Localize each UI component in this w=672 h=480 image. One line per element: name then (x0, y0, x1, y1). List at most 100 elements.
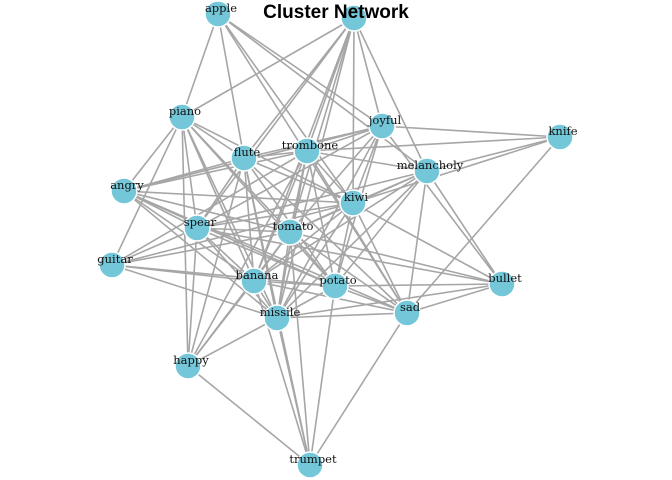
node-circle-guitar[interactable] (98, 251, 126, 279)
node-circle-happy[interactable] (174, 352, 202, 380)
node-circle-potato[interactable] (321, 272, 349, 300)
node-circle-top[interactable] (340, 4, 368, 32)
edge-joyful-tomato (289, 125, 383, 233)
edge-kiwi-bullet (352, 202, 503, 285)
node-label-angry: angry (110, 178, 144, 192)
node-circle-missile[interactable] (263, 304, 291, 332)
node-circle-spear[interactable] (183, 214, 211, 242)
edge-angry-missile (123, 190, 278, 319)
edge-spear-missile (196, 227, 278, 319)
edge-tomato-bullet (289, 231, 503, 285)
edge-apple-flute (217, 13, 245, 159)
node-happy[interactable]: happy (173, 352, 209, 380)
edge-melancholy-bullet (426, 170, 503, 285)
edge-top-piano (181, 17, 355, 118)
edge-guitar-potato (111, 264, 336, 287)
node-label-trombone: trombone (282, 138, 339, 152)
node-bullet[interactable]: bullet (488, 270, 522, 298)
node-trumpet[interactable]: trumpet (289, 451, 337, 479)
node-circle-kiwi[interactable] (339, 189, 367, 217)
edge-melancholy-potato (334, 170, 428, 287)
edge-trombone-melancholy (306, 150, 428, 172)
edge-trombone-banana (253, 150, 308, 282)
node-sad[interactable]: sad (393, 299, 421, 327)
node-angry[interactable]: angry (110, 177, 144, 205)
node-label-tomato: tomato (273, 219, 314, 233)
edge-knife-kiwi (352, 136, 561, 204)
edge-melancholy-sad (406, 170, 428, 314)
edge-missile-happy (187, 317, 278, 367)
node-circle-joyful[interactable] (368, 112, 396, 140)
node-label-flute: flute (234, 145, 261, 159)
edge-spear-happy (187, 227, 198, 367)
node-circle-melancholy[interactable] (413, 157, 441, 185)
graph-title: Cluster Network (263, 2, 409, 23)
edge-top-spear (196, 17, 355, 229)
edge-kiwi-sad (352, 202, 408, 314)
edge-piano-guitar (111, 116, 183, 266)
edge-kiwi-missile (276, 202, 354, 319)
edge-happy-trumpet (187, 365, 311, 466)
edge-trombone-angry (123, 150, 308, 192)
edge-apple-piano (181, 13, 219, 118)
edge-top-joyful (353, 17, 383, 127)
edge-tomato-trumpet (289, 231, 311, 466)
node-label-missile: missile (260, 305, 301, 319)
node-circle-bullet[interactable] (488, 270, 516, 298)
node-circle-piano[interactable] (168, 103, 196, 131)
node-banana[interactable]: banana (236, 267, 279, 295)
edge-guitar-missile (111, 264, 278, 319)
node-label-guitar: guitar (97, 252, 133, 266)
node-label-joyful: joyful (367, 113, 402, 127)
edges-layer (111, 13, 561, 466)
edge-missile-trumpet (276, 317, 311, 466)
node-top[interactable] (340, 4, 368, 32)
edge-angry-kiwi (123, 190, 354, 204)
node-missile[interactable]: missile (260, 304, 301, 332)
node-knife[interactable]: knife (546, 123, 578, 151)
nodes-layer: apple piano joyful knife flute trombone melanc… (97, 0, 578, 479)
node-flute[interactable]: flute (230, 144, 261, 172)
node-potato[interactable]: potato (319, 272, 357, 300)
node-circle-knife[interactable] (546, 123, 574, 151)
node-circle-trombone[interactable] (293, 137, 321, 165)
edge-joyful-bullet (381, 125, 503, 285)
edge-spear-tomato (196, 227, 291, 233)
node-label-apple: apple (205, 1, 237, 15)
edge-flute-spear (196, 157, 245, 229)
node-piano[interactable]: piano (168, 103, 201, 131)
edge-top-tomato (289, 17, 355, 233)
node-circle-tomato[interactable] (276, 218, 304, 246)
node-label-happy: happy (173, 353, 209, 367)
node-label-trumpet: trumpet (289, 452, 337, 466)
node-guitar[interactable]: guitar (97, 251, 133, 279)
edge-flute-angry (123, 157, 245, 192)
node-kiwi[interactable]: kiwi (339, 189, 368, 217)
edge-joyful-knife (381, 125, 561, 138)
node-spear[interactable]: spear (183, 214, 217, 242)
node-label-melancholy: melancholy (397, 158, 464, 172)
edge-angry-tomato (123, 190, 291, 233)
node-apple[interactable]: apple (204, 0, 237, 28)
node-circle-angry[interactable] (110, 177, 138, 205)
node-tomato[interactable]: tomato (273, 218, 314, 246)
node-circle-banana[interactable] (240, 267, 268, 295)
edge-bullet-sad (406, 283, 503, 314)
edge-banana-happy (187, 280, 255, 367)
node-label-bullet: bullet (488, 271, 522, 285)
node-label-spear: spear (184, 215, 217, 229)
edge-trombone-guitar (111, 150, 308, 266)
node-circle-sad[interactable] (393, 299, 421, 327)
node-circle-trumpet[interactable] (296, 451, 324, 479)
edge-tomato-guitar (111, 231, 291, 266)
node-circle-flute[interactable] (230, 144, 258, 172)
node-joyful[interactable]: joyful (367, 112, 402, 140)
edge-knife-sad (406, 136, 561, 314)
edge-knife-melancholy (426, 136, 561, 172)
node-circle-apple[interactable] (204, 0, 232, 28)
node-melancholy[interactable]: melancholy (397, 157, 464, 185)
node-label-kiwi: kiwi (344, 190, 368, 204)
edge-kiwi-spear (196, 202, 354, 229)
node-trombone[interactable]: trombone (282, 137, 339, 165)
